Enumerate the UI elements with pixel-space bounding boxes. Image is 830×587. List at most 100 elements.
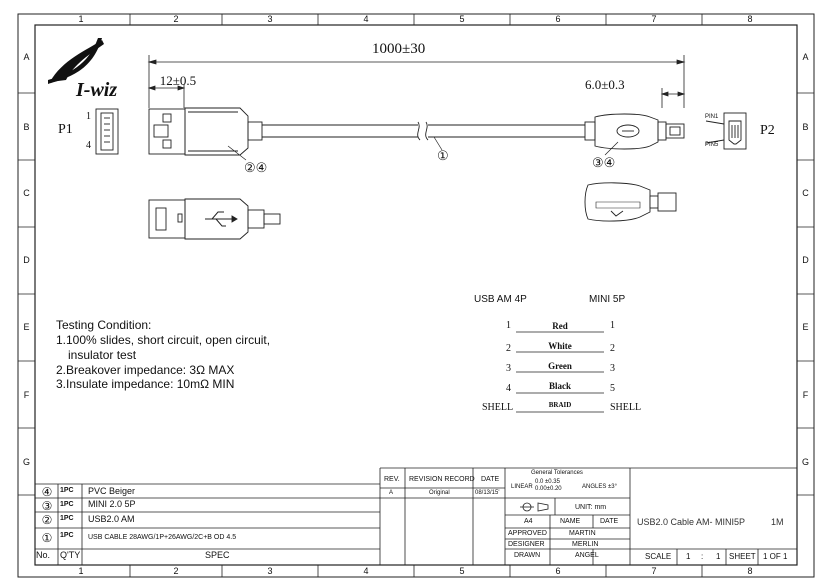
tb-drawn-label: DRAWN (514, 552, 541, 559)
bom-row-2-qty: 1PC (60, 515, 74, 522)
zone-row-c-right: C (802, 188, 809, 198)
zone-row-f-right: F (802, 390, 809, 400)
wiring-row-1-left: 1 (506, 320, 511, 331)
zone-row-b-left: B (23, 122, 30, 132)
p1-pin-bottom: 4 (86, 140, 91, 151)
p1-label: P1 (58, 122, 73, 137)
zone-col-7-top: 7 (651, 14, 657, 24)
zone-row-a-left: A (23, 52, 30, 62)
zone-col-5-bottom: 5 (459, 566, 465, 576)
wiring-right-header: MINI 5P (589, 294, 626, 305)
tb-scale-sep: : (701, 552, 704, 561)
bom-row-4-qty: 1PC (60, 487, 74, 494)
bom-row-3-spec: MINI 2.0 5P (88, 499, 136, 509)
zone-col-2-top: 2 (173, 14, 179, 24)
tb-rev: A (389, 490, 394, 496)
testing-line-1b: insulator test (68, 348, 137, 362)
tb-length: 1M (771, 517, 784, 527)
tb-tolerance-values: 0.0 ±0.35 0.00±0.20 (535, 479, 562, 492)
tb-record-label: REVISION RECORD (409, 476, 475, 483)
bom-header-no: No. (36, 550, 51, 560)
tb-date-label: DATE (481, 476, 500, 483)
dimension-plug-a: 12±0.5 (159, 73, 197, 88)
wiring-row-4-left: 4 (506, 383, 511, 394)
zone-col-6-bottom: 6 (555, 566, 561, 576)
tb-designer: MERLIN (572, 541, 599, 548)
zone-row-a-right: A (802, 52, 809, 62)
zone-row-c-left: C (23, 188, 30, 198)
zone-col-3-bottom: 3 (267, 566, 273, 576)
bom-row-2-no: ② (41, 513, 53, 527)
zone-col-1-bottom: 1 (78, 566, 84, 576)
tb-size: A4 (524, 518, 533, 525)
zone-row-e-right: E (802, 322, 809, 332)
zone-row-e-left: E (23, 322, 30, 332)
zone-row-b-right: B (802, 122, 809, 132)
zone-col-1-top: 1 (78, 14, 84, 24)
tb-date2-label: DATE (600, 518, 619, 525)
wiring-left-header: USB AM 4P (474, 294, 527, 305)
wiring-row-4-color: Black (548, 381, 571, 391)
wiring-row-3-right: 3 (610, 363, 615, 374)
tb-date: 08/13/15' (475, 490, 500, 496)
tb-sheet-label: SHEET (729, 552, 756, 561)
bom-header-spec: SPEC (205, 550, 230, 560)
tb-tolerance-title: General Tolerances (531, 470, 583, 476)
tb-scale-label: SCALE (645, 552, 672, 561)
callout-usb-a: ②④ (244, 160, 268, 175)
wiring-row-4-right: 5 (610, 383, 615, 394)
wiring-row-3-left: 3 (506, 363, 511, 374)
bom-header-qty: Q'TY (60, 550, 81, 560)
testing-title: Testing Condition: (56, 318, 152, 332)
tb-approved: MARTIN (569, 530, 596, 537)
zone-col-8-top: 8 (747, 14, 753, 24)
zone-row-g-left: G (22, 457, 30, 467)
tb-part-name: USB2.0 Cable AM- MINI5P (637, 517, 746, 527)
wiring-row-2-color: White (548, 341, 572, 351)
wiring-row-1-right: 1 (610, 320, 615, 331)
p2-pin-bottom: PIN5 (705, 142, 719, 148)
tb-record: Original (429, 490, 450, 496)
zone-col-4-top: 4 (363, 14, 369, 24)
zone-col-7-bottom: 7 (651, 566, 657, 576)
testing-line-2: 2.Breakover impedance: 3Ω MAX (56, 363, 235, 377)
tb-scale-1: 1 (686, 552, 691, 561)
bom-row-3-no: ③ (41, 499, 53, 513)
tb-rev-label: REV. (384, 476, 400, 483)
zone-row-d-left: D (23, 255, 30, 265)
tb-scale-2: 1 (716, 552, 721, 561)
wiring-row-2-right: 2 (610, 343, 615, 354)
dimension-plug-b: 6.0±0.3 (585, 77, 625, 92)
bom-row-1-spec: USB CABLE 28AWG/1P+26AWG/2C+B OD 4.5 (88, 534, 237, 541)
bom-row-1-no: ① (41, 531, 53, 545)
p1-pin-top: 1 (86, 111, 91, 122)
tb-sheet: 1 OF 1 (763, 552, 788, 561)
bom-row-1-qty: 1PC (60, 532, 74, 539)
tb-tolerance-linear: LINEAR (511, 484, 533, 490)
tb-tolerance-angles: ANGLES ±3° (582, 484, 618, 490)
wiring-row-2-left: 2 (506, 343, 511, 354)
zone-row-d-right: D (802, 255, 809, 265)
p2-label: P2 (760, 123, 775, 138)
i-wiz-logo: I-wiz (48, 38, 117, 101)
zone-col-4-bottom: 4 (363, 566, 369, 576)
zone-row-f-left: F (23, 390, 30, 400)
p2-pin-top: PIN1 (705, 114, 719, 120)
zone-row-g-right: G (801, 457, 809, 467)
zone-col-5-top: 5 (459, 14, 465, 24)
tb-drawn: ANGEL (575, 552, 599, 559)
dimension-total-length: 1000±30 (372, 41, 426, 57)
tb-designer-label: DESIGNER (508, 541, 545, 548)
bom-row-4-no: ④ (41, 485, 53, 499)
bom-row-2-spec: USB2.0 AM (88, 514, 135, 524)
wiring-row-5-color: BRAID (548, 401, 572, 409)
zone-col-8-bottom: 8 (747, 566, 753, 576)
logo-wordmark: I-wiz (75, 79, 117, 101)
callout-cable: ① (437, 148, 449, 163)
tb-name-label: NAME (560, 518, 581, 525)
zone-col-6-top: 6 (555, 14, 561, 24)
wiring-row-3-color: Green (548, 361, 572, 371)
wiring-row-5-left: SHELL (482, 402, 514, 413)
